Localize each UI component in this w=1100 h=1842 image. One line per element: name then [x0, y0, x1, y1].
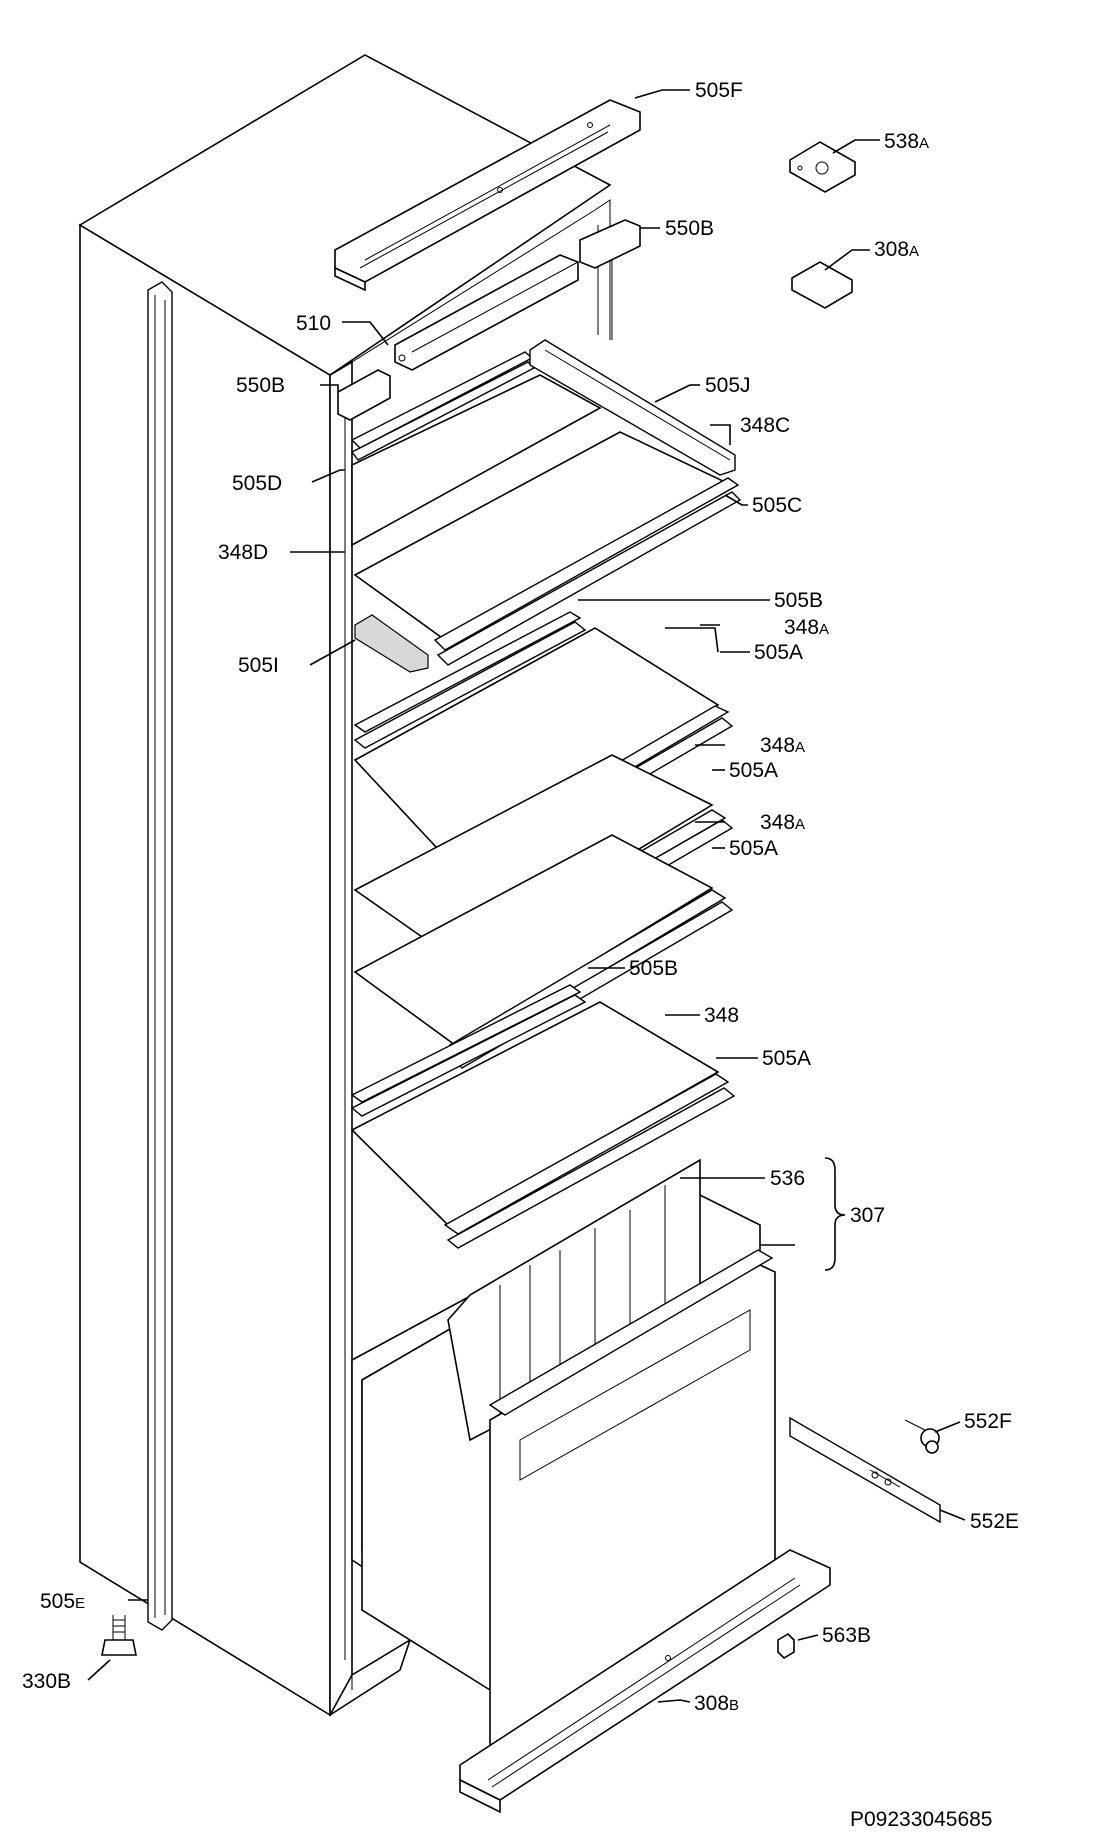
diagram-code: P09233045685 [850, 1808, 992, 1831]
label-510: 510 [296, 312, 331, 335]
crisper-drawer-307 [351, 1158, 776, 1766]
label-348c: 348C [740, 414, 790, 437]
cabinet-body [78, 54, 613, 1717]
label-348a-3: 348A [760, 811, 805, 834]
control-housing-510 [394, 254, 579, 371]
bracket-308a [791, 261, 853, 309]
glass-shelf-4 [350, 984, 736, 1249]
leveling-foot-330b [101, 1615, 137, 1656]
shelf-holder-505i [354, 614, 429, 673]
label-550b-left: 550B [236, 374, 285, 397]
bottom-hinge-plate-308b [459, 1549, 831, 1814]
label-348d: 348D [218, 541, 268, 564]
part-labels: 505F 538A 550B 308A 510 550B 505J 348C 5… [22, 79, 1019, 1831]
label-505b-2: 505B [629, 957, 678, 980]
label-536: 536 [770, 1167, 805, 1190]
label-550b-top: 550B [665, 217, 714, 240]
label-505a-1: 505A [754, 641, 803, 664]
cover-plate-550b-left [337, 369, 391, 421]
hinge-bracket-538a [789, 141, 856, 193]
label-505e: 505E [40, 1590, 85, 1613]
screw-552f [904, 1419, 940, 1454]
label-563b: 563B [822, 1624, 871, 1647]
label-330b: 330B [22, 1670, 71, 1693]
label-505b-1: 505B [774, 589, 823, 612]
label-348a-1: 348A [784, 616, 829, 639]
label-308b: 308B [694, 1692, 739, 1715]
label-505c: 505C [752, 494, 802, 517]
label-307: 307 [850, 1204, 885, 1227]
label-505f: 505F [695, 79, 743, 102]
leader-lines [87, 89, 966, 1703]
label-505a-3: 505A [729, 837, 778, 860]
label-538a: 538A [884, 130, 929, 153]
clip-563b [777, 1632, 795, 1660]
label-552f: 552F [964, 1410, 1012, 1433]
label-505a-4: 505A [762, 1047, 811, 1070]
door-seal-505e [147, 281, 173, 1631]
label-505d: 505D [232, 472, 282, 495]
top-shelf-assembly [350, 339, 742, 666]
label-505a-2: 505A [729, 759, 778, 782]
top-hinge-plate-505f [334, 99, 641, 292]
group-bracket-307 [824, 1157, 846, 1271]
label-505i: 505I [238, 654, 279, 677]
door-rail-552e [789, 1416, 941, 1524]
label-552e: 552E [970, 1510, 1019, 1533]
label-505j: 505J [705, 374, 751, 397]
label-348a-2: 348A [760, 734, 805, 757]
label-348: 348 [704, 1004, 739, 1027]
label-308a: 308A [874, 238, 919, 261]
cover-plate-550b-top [579, 219, 641, 269]
